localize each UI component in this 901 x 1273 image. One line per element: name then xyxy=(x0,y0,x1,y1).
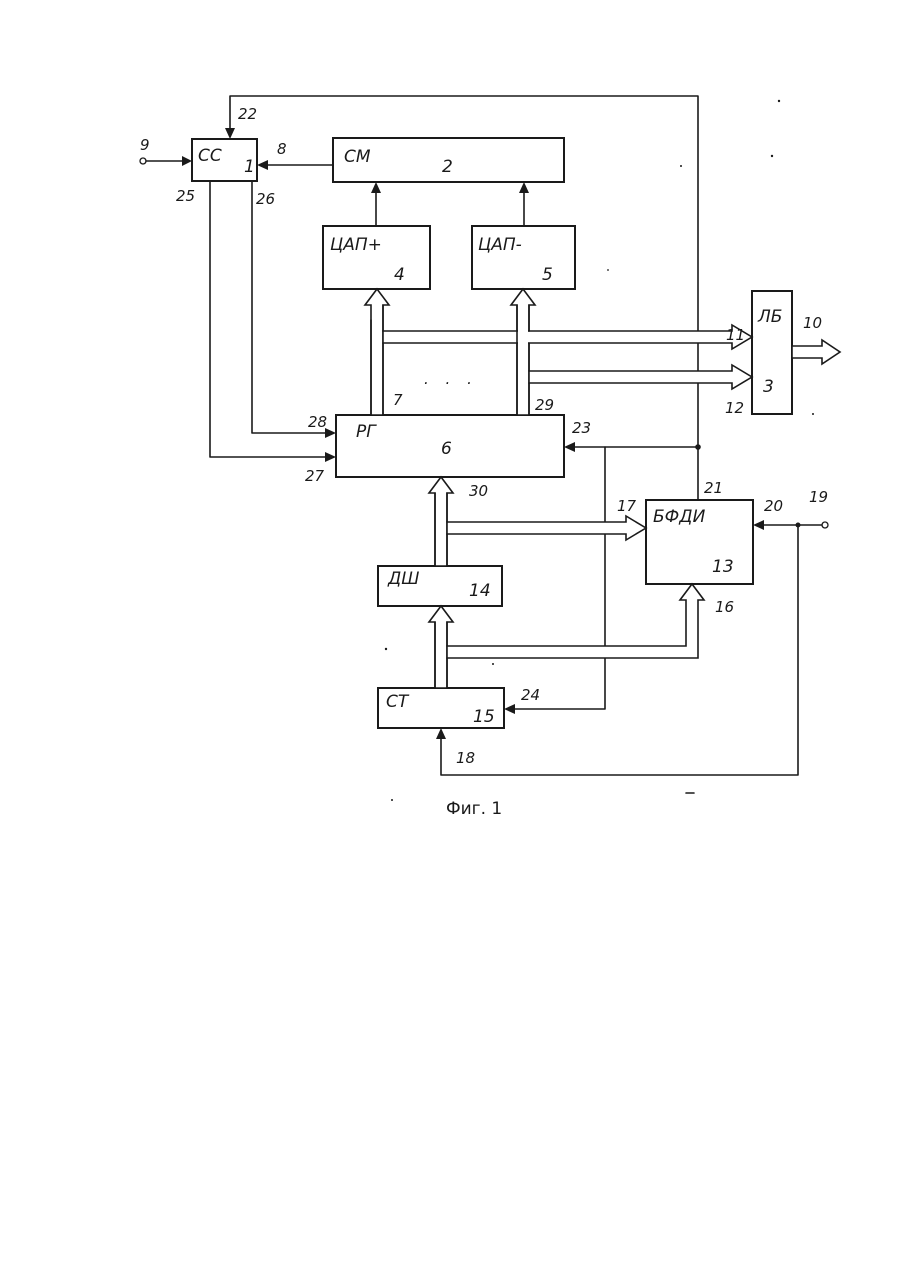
block-lb: ЛБ 3 xyxy=(752,291,792,414)
block-ss: СС 1 xyxy=(192,139,257,181)
feedback-line-22 xyxy=(225,96,698,500)
label-16: 16 xyxy=(715,598,734,616)
block-ss-num: 1 xyxy=(244,157,255,177)
block-rg-num: 6 xyxy=(441,439,452,459)
label-21: 21 xyxy=(704,479,723,497)
block-bfdi-name: БФДИ xyxy=(653,507,706,527)
block-dac-plus-name: ЦАП+ xyxy=(330,235,382,255)
label-7: 7 xyxy=(393,391,403,409)
block-bfdi-num: 13 xyxy=(712,557,734,577)
bus-17-to-bfdi xyxy=(447,516,646,540)
label-18: 18 xyxy=(456,749,475,767)
block-sm-name: СМ xyxy=(344,147,371,167)
label-10: 10 xyxy=(803,314,822,332)
bus-11-to-lb xyxy=(383,325,752,349)
block-dac-minus-name: ЦАП- xyxy=(478,235,522,255)
block-st-name: СТ xyxy=(386,692,410,712)
block-dac-plus-num: 4 xyxy=(394,265,405,285)
block-bfdi: БФДИ 13 xyxy=(646,500,753,584)
label-17: 17 xyxy=(617,497,637,515)
dacp-to-sm-line xyxy=(371,182,381,226)
block-dsh: ДШ 14 xyxy=(378,566,502,606)
label-19: 19 xyxy=(809,488,828,506)
label-25: 25 xyxy=(176,187,195,205)
ss-to-rg-28-line xyxy=(252,181,336,438)
bus-ellipsis: . . . xyxy=(424,370,478,388)
label-27: 27 xyxy=(305,467,325,485)
block-lb-num: 3 xyxy=(763,377,774,397)
block-st-num: 15 xyxy=(473,707,495,727)
bus-rg-to-dacp xyxy=(365,289,389,415)
bus-12-to-lb xyxy=(529,365,752,389)
figure-caption: Фиг. 1 xyxy=(446,799,502,819)
block-rg-name: РГ xyxy=(356,422,377,442)
block-sm: СМ 2 xyxy=(333,138,564,182)
label-9: 9 xyxy=(140,136,150,154)
label-28: 28 xyxy=(308,413,327,431)
block-dsh-name: ДШ xyxy=(387,569,419,589)
block-dac-plus: ЦАП+ 4 xyxy=(323,226,430,289)
block-st: СТ 15 xyxy=(378,688,504,728)
label-23: 23 xyxy=(572,419,591,437)
sm-to-ss-line xyxy=(257,160,333,170)
label-29: 29 xyxy=(535,396,554,414)
label-12: 12 xyxy=(725,399,744,417)
label-22: 22 xyxy=(238,105,257,123)
bus-rg-to-dacm xyxy=(511,289,535,415)
block-dac-minus: ЦАП- 5 xyxy=(472,226,575,289)
line-23-24 xyxy=(504,442,701,714)
bus-10-output xyxy=(792,340,840,364)
label-30: 30 xyxy=(469,482,488,500)
block-lb-name: ЛБ xyxy=(757,307,782,327)
block-dac-minus-num: 5 xyxy=(542,265,553,285)
label-24: 24 xyxy=(521,686,540,704)
label-11: 11 xyxy=(726,326,745,344)
block-rg: РГ 6 xyxy=(336,415,564,477)
label-20: 20 xyxy=(764,497,783,515)
block-ss-name: СС xyxy=(198,146,222,166)
label-8: 8 xyxy=(277,140,287,158)
block-dsh-num: 14 xyxy=(469,581,491,601)
input-9-line xyxy=(140,156,192,166)
dacm-to-sm-line xyxy=(519,182,529,226)
label-26: 26 xyxy=(256,190,275,208)
block-sm-num: 2 xyxy=(442,157,453,177)
